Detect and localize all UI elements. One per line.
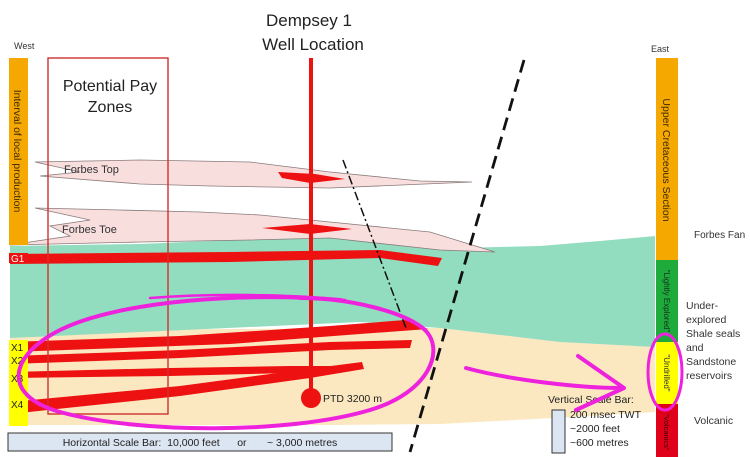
vertical-scale-line1: 200 msec TWT xyxy=(570,409,642,421)
magenta-ellipse-annotation-inner xyxy=(148,293,347,302)
x4-red-band xyxy=(10,362,364,414)
magenta-arrow-annotation xyxy=(464,354,626,412)
vertical-scale-line2: ~2000 feet xyxy=(570,423,620,435)
east-segment-lightly-explored-label: "Lightly Explored" xyxy=(662,270,671,333)
forbes-fan-label: Forbes Fan xyxy=(694,230,745,241)
east-segment-undrilled-label: "Undrilled" xyxy=(662,354,671,391)
east-segment-lightly-explored xyxy=(656,260,678,342)
west-column-label: Interval of local production xyxy=(11,90,23,213)
well-name: Dempsey 1 xyxy=(266,11,352,30)
under-explored-line1: Under- xyxy=(686,300,719,312)
g1-label: G1 xyxy=(11,254,25,265)
east-segment-volcanics-label: "Volcanics" xyxy=(662,413,671,450)
east-segment-upper-cretaceous xyxy=(656,58,678,260)
shale-layer xyxy=(10,236,655,347)
pay-zones-title-line1: Potential Pay xyxy=(63,78,157,95)
x1-label: X1 xyxy=(11,343,24,354)
horizontal-scale-bar xyxy=(7,432,393,452)
x1-red-band xyxy=(10,320,428,352)
magenta-ellipse-annotation xyxy=(16,295,436,431)
west-red-g1 xyxy=(9,253,28,263)
forbes-toe-reservoir xyxy=(262,224,352,234)
east-label: East xyxy=(651,44,670,54)
g1-red-band xyxy=(10,250,442,266)
east-segment-upper-cretaceous-label: Upper Cretaceous Section xyxy=(660,98,672,221)
vertical-scale-title: Vertical Scale Bar: xyxy=(548,394,634,406)
under-explored-line6: reservoirs xyxy=(686,370,732,382)
east-segment-undrilled xyxy=(656,342,678,404)
pay-zones-box xyxy=(47,57,169,415)
well-subtitle: Well Location xyxy=(262,35,364,54)
pay-zones-title-line2: Zones xyxy=(88,99,132,116)
dash-dot-fault xyxy=(342,159,407,329)
dashed-fault xyxy=(408,59,526,453)
vertical-scale-line3: ~600 metres xyxy=(570,437,629,449)
under-explored-line2: explored xyxy=(686,314,726,326)
x2-label: X2 xyxy=(11,356,24,367)
west-column xyxy=(9,58,28,245)
x3-red-band xyxy=(10,366,340,378)
horizontal-scale-label: Horizontal Scale Bar: 10,000 feet or ~ 3… xyxy=(63,437,338,449)
forbes-top-label: Forbes Top xyxy=(64,164,119,176)
ptd-label: PTD 3200 m xyxy=(323,393,382,405)
forbes-top-layer xyxy=(34,159,473,189)
under-explored-line4: and xyxy=(686,342,704,354)
volcanic-label: Volcanic xyxy=(694,415,733,427)
x4-label: X4 xyxy=(11,400,24,411)
well-bore xyxy=(309,58,313,396)
under-explored-line5: Sandstone xyxy=(686,356,736,368)
ptd-marker xyxy=(301,388,321,408)
magenta-circle-undrilled xyxy=(646,332,684,412)
west-label: West xyxy=(14,41,35,51)
under-explored-line3: Shale seals xyxy=(686,328,740,340)
forbes-toe-label: Forbes Toe xyxy=(62,224,117,236)
east-segment-volcanics xyxy=(656,404,678,457)
vertical-scale-bar xyxy=(551,409,566,454)
